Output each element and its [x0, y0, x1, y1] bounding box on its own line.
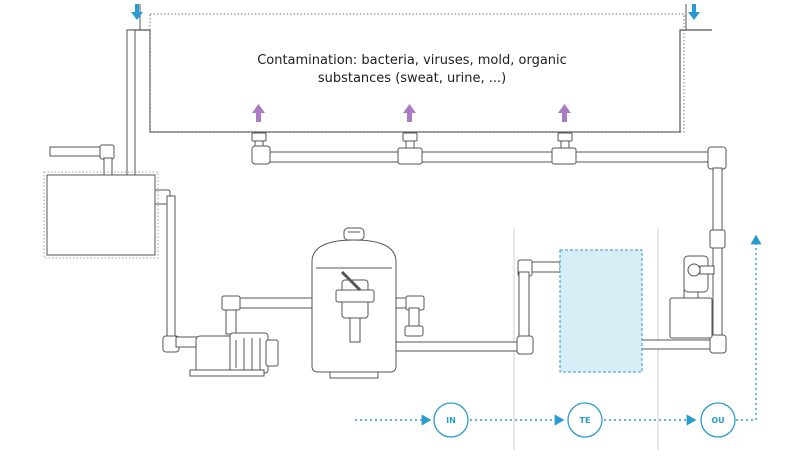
- zone-dividers: [513, 228, 659, 450]
- balance-tank: [43, 171, 159, 259]
- dosing-unit: [669, 255, 715, 339]
- treatment-unit: [559, 249, 643, 373]
- caption-line-2: substances (sweat, urine, ...): [317, 71, 507, 86]
- inflow-arrow-left: [131, 4, 143, 20]
- contamination-arrow-2: [403, 104, 416, 122]
- contamination-caption: Contamination: bacteria, viruses, mold, …: [232, 52, 592, 88]
- flow-node-te: TE: [567, 402, 603, 438]
- flow-node-ou: OU: [700, 402, 736, 438]
- pool-basin: [127, 4, 712, 133]
- sand-filter: [311, 227, 397, 379]
- pump: [189, 332, 279, 377]
- flow-path: [355, 234, 762, 426]
- svg-text:OU: OU: [711, 416, 724, 425]
- caption-line-1: Contamination: bacteria, viruses, mold, …: [257, 53, 567, 68]
- svg-text:IN: IN: [446, 416, 456, 425]
- inflow-arrow-right: [688, 4, 700, 20]
- contamination-arrow-1: [252, 104, 265, 122]
- svg-text:TE: TE: [580, 416, 591, 425]
- flow-node-in: IN: [433, 402, 469, 438]
- contamination-arrow-3: [558, 104, 571, 122]
